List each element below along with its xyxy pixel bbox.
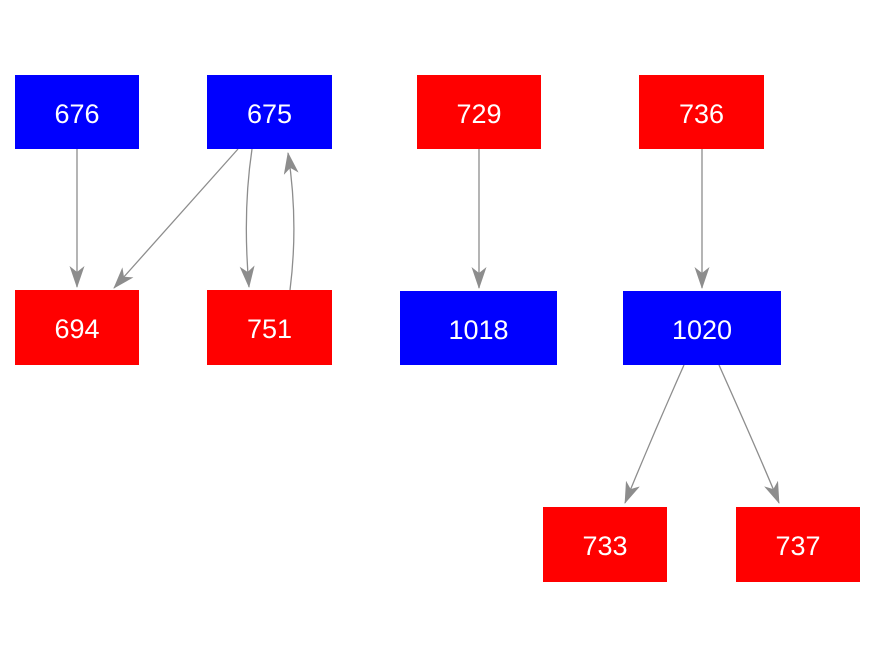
node-1020: 1020: [623, 291, 781, 365]
node-733-label: 733: [582, 531, 628, 561]
node-675-label: 675: [246, 98, 293, 129]
node-733: 733: [543, 507, 667, 582]
edge-675-to-694: [113, 148, 239, 289]
node-694-label: 694: [54, 314, 100, 344]
node-675: 675: [207, 75, 332, 149]
edge-751-to-675: [283, 152, 299, 291]
node-729-label: 729: [456, 98, 502, 129]
edge-675-to-751: [239, 148, 255, 288]
node-1020-label: 1020: [671, 314, 733, 345]
node-694: 694: [15, 290, 139, 365]
node-736: 736: [639, 75, 764, 149]
node-676: 676: [15, 75, 139, 149]
node-729: 729: [417, 75, 541, 149]
node-736-label: 736: [678, 98, 725, 129]
node-751-label: 751: [246, 314, 293, 344]
edge-1020-to-737: [718, 364, 780, 504]
node-751: 751: [207, 290, 332, 365]
node-1018: 1018: [400, 291, 557, 365]
node-737-label: 737: [775, 531, 821, 561]
edge-1020-to-733: [624, 364, 685, 504]
node-1018-label: 1018: [448, 314, 509, 345]
node-676-label: 676: [54, 98, 100, 129]
node-737: 737: [736, 507, 860, 582]
